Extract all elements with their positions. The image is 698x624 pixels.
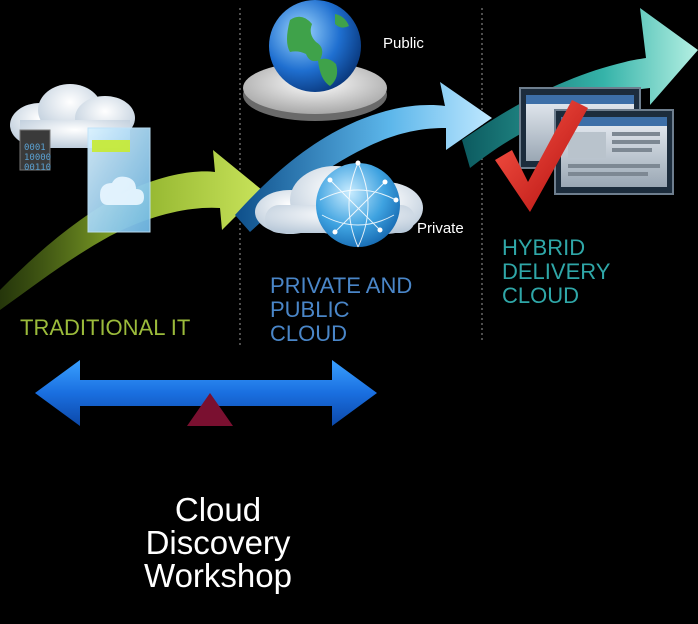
workshop-title: Cloud Discovery Workshop bbox=[144, 491, 292, 594]
document-cloud-icon: 0001 10000 00110 bbox=[10, 84, 151, 233]
globe-on-disk-icon bbox=[243, 0, 387, 121]
svg-text:00110: 00110 bbox=[24, 163, 51, 173]
blue-swoosh-arrow bbox=[235, 82, 492, 232]
svg-text:10000: 10000 bbox=[24, 153, 51, 163]
green-swoosh-arrow bbox=[0, 150, 262, 310]
browser-windows-checkmark-icon bbox=[495, 87, 674, 212]
stage-label-traditional-it: TRADITIONAL IT bbox=[20, 315, 191, 340]
private-cloud-caption: Private bbox=[417, 220, 464, 237]
network-cloud-icon bbox=[255, 160, 423, 248]
svg-text:0001: 0001 bbox=[24, 143, 46, 153]
double-headed-arrow bbox=[35, 360, 377, 426]
triangle-marker bbox=[187, 393, 233, 426]
stage-label-private-public-cloud: PRIVATE AND PUBLIC CLOUD bbox=[270, 273, 413, 347]
public-cloud-caption: Public bbox=[383, 35, 424, 52]
stage-label-hybrid-delivery-cloud: HYBRID DELIVERY CLOUD bbox=[502, 235, 611, 309]
